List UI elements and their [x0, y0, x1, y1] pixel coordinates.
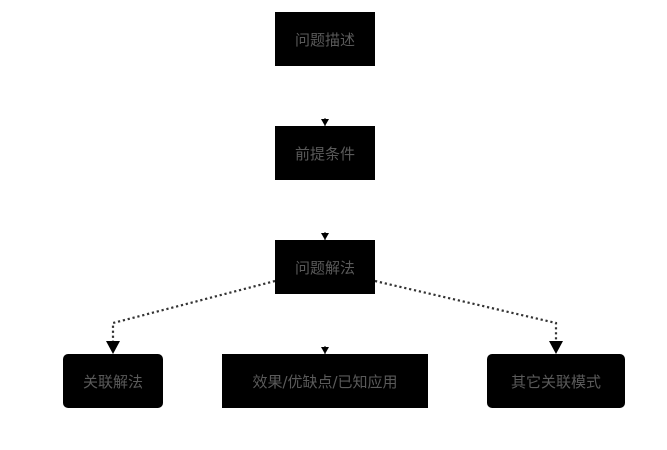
arrowhead-related-solutions [106, 341, 120, 354]
node-problem-description: 问题描述 [275, 12, 375, 66]
edge-solution-to-related-solutions [111, 279, 276, 342]
edge-solution-to-other-patterns [374, 279, 558, 342]
node-problem-solution: 问题解法 [275, 240, 375, 294]
arrowhead-effects [321, 347, 329, 354]
node-preconditions: 前提条件 [275, 126, 375, 180]
arrowhead-other-patterns [549, 341, 563, 354]
arrowhead-preconditions [321, 119, 329, 126]
node-other-related-patterns: 其它关联模式 [487, 354, 625, 408]
arrowhead-solution [321, 233, 329, 240]
node-effects: 效果/优缺点/已知应用 [222, 354, 428, 408]
node-related-solutions: 关联解法 [63, 354, 163, 408]
